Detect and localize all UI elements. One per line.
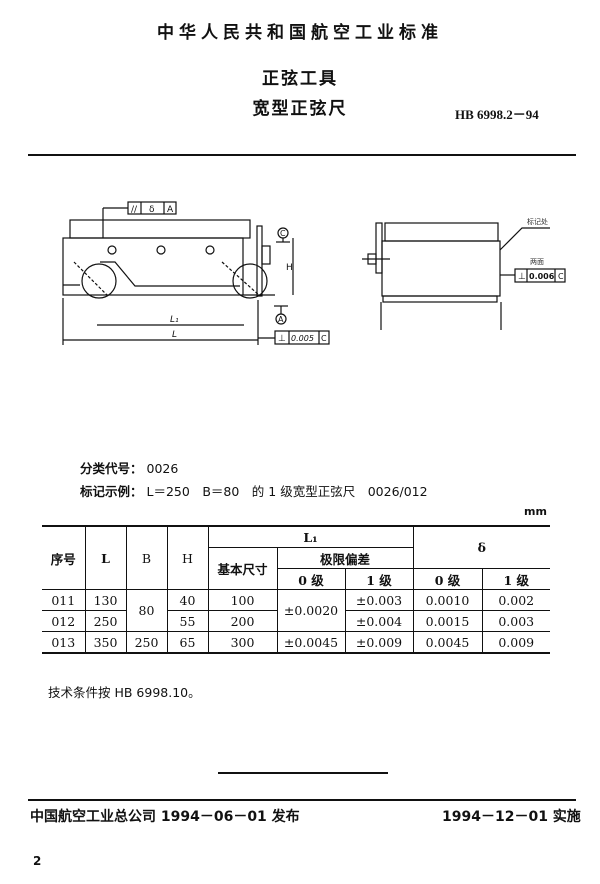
cell-seq: 013 bbox=[42, 631, 86, 654]
cell-l: 130 bbox=[84, 589, 127, 611]
cell-basic: 300 bbox=[207, 631, 278, 654]
dim-h-label: H bbox=[286, 263, 293, 273]
cell-h: 65 bbox=[166, 631, 209, 654]
cell-h: 55 bbox=[166, 610, 209, 632]
header-delta: δ bbox=[412, 525, 550, 569]
dim-l1-label: L₁ bbox=[170, 315, 179, 325]
class-code-value: 0026 bbox=[146, 461, 179, 476]
cell-l: 350 bbox=[84, 631, 127, 654]
side-tol-symbol: ⊥ bbox=[518, 272, 526, 282]
datum-a-label: A bbox=[278, 315, 284, 324]
datum-c-label: C bbox=[280, 229, 286, 238]
cell-l: 250 bbox=[84, 610, 127, 632]
page-number: 2 bbox=[33, 854, 42, 868]
front-tol-value: δ bbox=[149, 205, 155, 215]
marking-example-label: 标记示例： bbox=[80, 484, 143, 499]
issuer-line: 中国航空工业总公司 1994－06－01 发布 bbox=[30, 809, 300, 825]
table-row: 012 250 55 200 ±0.004 0.0015 0.003 bbox=[42, 610, 550, 632]
cell-d1: 0.009 bbox=[481, 631, 550, 654]
cell-d0: 0.0010 bbox=[412, 589, 483, 611]
standard-code: HB 6998.2－94 bbox=[455, 107, 539, 122]
side-view bbox=[362, 222, 566, 330]
cell-b: 80 bbox=[125, 589, 168, 632]
both-sides-label: 两面 bbox=[530, 258, 544, 266]
category-title: 正弦工具 bbox=[262, 69, 338, 89]
marking-example-line: 标记示例： L＝250 B＝80 的 1 级宽型正弦尺 0026/012 bbox=[80, 481, 428, 500]
class-code-label: 分类代号： bbox=[80, 461, 143, 476]
standard-header: 中华人民共和国航空工业标准 bbox=[157, 23, 443, 43]
cell-d0: 0.0045 bbox=[412, 631, 483, 654]
header-divider bbox=[28, 154, 576, 156]
cell-seq: 011 bbox=[42, 589, 86, 611]
technical-note: 技术条件按 HB 6998.10。 bbox=[48, 685, 201, 700]
header-h: H bbox=[166, 525, 209, 590]
side-tol-value: 0.006 bbox=[529, 272, 555, 281]
mark-location-label: 标记处 bbox=[527, 217, 548, 226]
header-delta-grade0: 0 级 bbox=[412, 568, 483, 590]
marking-example-text: L＝250 B＝80 的 1 级宽型正弦尺 0026/012 bbox=[146, 484, 428, 499]
front-view bbox=[62, 201, 330, 345]
cell-h: 40 bbox=[166, 589, 209, 611]
front-tol2-datum: C bbox=[321, 334, 327, 343]
cell-d0: 0.0015 bbox=[412, 610, 483, 632]
header-delta-grade1: 1 级 bbox=[481, 568, 550, 590]
side-tol-datum: C bbox=[558, 272, 564, 281]
cell-basic: 100 bbox=[207, 589, 278, 611]
document-title: 宽型正弦尺 bbox=[252, 99, 348, 119]
cell-d1: 0.003 bbox=[481, 610, 550, 632]
header-seq: 序号 bbox=[42, 525, 86, 590]
cell-seq: 012 bbox=[42, 610, 86, 632]
header-limit-deviation: 极限偏差 bbox=[276, 547, 414, 569]
spec-table: 序号 L B H L₁ δ 基本尺寸 极限偏差 0 级 1 级 0 级 1 级 … bbox=[42, 525, 550, 654]
dim-l-label: L bbox=[172, 330, 177, 340]
technical-drawing: // δ A C A H L₁ L ⊥ 0.005 C 标记处 两面 ⊥ 0.0… bbox=[62, 201, 566, 345]
footer-divider bbox=[28, 799, 576, 801]
cell-dev0: ±0.0045 bbox=[276, 631, 346, 654]
cell-dev0: ±0.0020 bbox=[276, 589, 346, 632]
header-l1: L₁ bbox=[207, 525, 414, 548]
header-dev-grade1: 1 级 bbox=[344, 568, 414, 590]
front-tol2-value: 0.005 bbox=[291, 334, 314, 343]
header-basic-size: 基本尺寸 bbox=[207, 547, 278, 590]
cell-b: 250 bbox=[125, 631, 168, 654]
header-dev-grade0: 0 级 bbox=[276, 568, 346, 590]
cell-d1: 0.002 bbox=[481, 589, 550, 611]
class-code-line: 分类代号： 0026 bbox=[80, 458, 178, 477]
front-tol-symbol: // bbox=[131, 205, 138, 215]
table-row: 011 130 80 40 100 ±0.0020 ±0.003 0.0010 … bbox=[42, 589, 550, 632]
cell-dev1: ±0.009 bbox=[344, 631, 414, 654]
front-tol2-symbol: ⊥ bbox=[278, 334, 286, 344]
cell-dev1: ±0.004 bbox=[344, 610, 414, 632]
cell-dev1: ±0.003 bbox=[344, 589, 414, 611]
front-tol-datum: A bbox=[167, 205, 174, 215]
cell-basic: 200 bbox=[207, 610, 278, 632]
effective-date: 1994－12－01 实施 bbox=[442, 809, 581, 825]
header-b: B bbox=[125, 525, 168, 590]
header-l: L bbox=[84, 525, 127, 590]
unit-label: mm bbox=[524, 505, 547, 518]
table-row: 013 350 250 65 300 ±0.0045 ±0.009 0.0045… bbox=[42, 631, 550, 654]
end-rule bbox=[218, 772, 388, 774]
